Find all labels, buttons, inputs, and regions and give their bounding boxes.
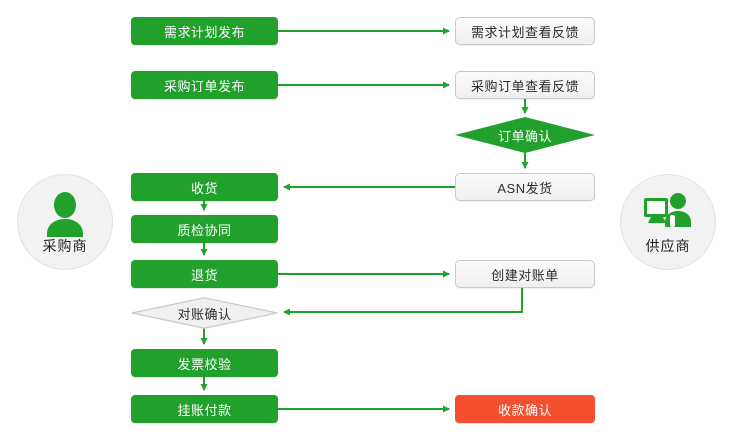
actor-buyer-label: 采购商 [42,238,88,254]
node-po-feedback[interactable]: 采购订单查看反馈 [455,71,595,99]
node-statement-confirm-label: 对账确认 [177,306,232,322]
person-icon [39,191,91,237]
node-asn-ship[interactable]: ASN发货 [455,173,595,201]
node-statement-confirm[interactable]: 对账确认 [131,297,278,329]
node-order-confirm[interactable]: 订单确认 [455,117,595,153]
node-payable-payment[interactable]: 挂账付款 [131,395,278,423]
node-demand-plan-publish[interactable]: 需求计划发布 [131,17,278,45]
diamond-shape [131,297,278,329]
person-computer-icon [642,191,694,237]
node-qc-collab[interactable]: 质检协同 [131,215,278,243]
actor-supplier[interactable]: 供应商 [620,174,716,270]
node-create-statement[interactable]: 创建对账单 [455,260,595,288]
node-invoice-check[interactable]: 发票校验 [131,349,278,377]
actor-supplier-label: 供应商 [645,238,691,254]
diamond-shape [455,117,595,153]
node-demand-plan-feedback[interactable]: 需求计划查看反馈 [455,17,595,45]
node-po-publish[interactable]: 采购订单发布 [131,71,278,99]
node-order-confirm-label: 订单确认 [497,128,552,144]
node-payment-confirm[interactable]: 收款确认 [455,395,595,423]
actor-buyer[interactable]: 采购商 [17,174,113,270]
node-return-goods[interactable]: 退货 [131,260,278,288]
node-receive-goods[interactable]: 收货 [131,173,278,201]
edge-statement-confirm [283,288,523,316]
